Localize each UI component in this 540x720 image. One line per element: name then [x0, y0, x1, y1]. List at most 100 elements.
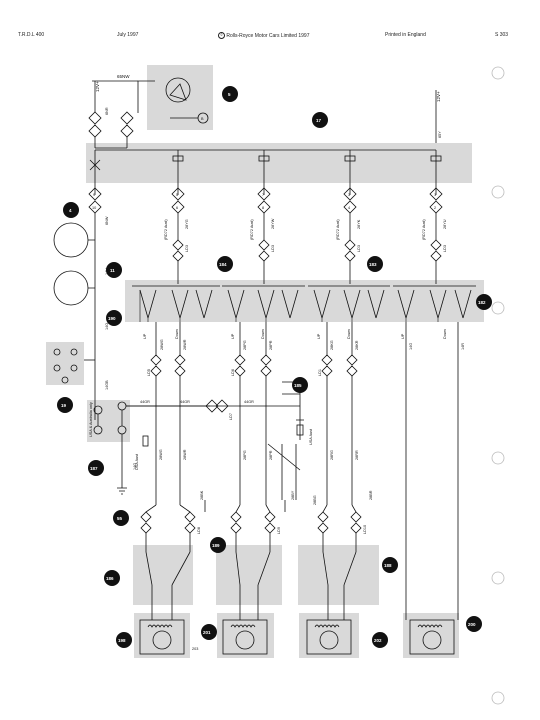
- ld1-label: LD1: [318, 369, 322, 376]
- page-number: S 303: [495, 32, 509, 38]
- badge-186: [104, 570, 120, 586]
- ld6-label: LD6: [231, 369, 235, 376]
- ld3-connectors: (RD72 Aust) (RD72 Aust) (RD72 Aust) (RD7…: [164, 213, 447, 262]
- rhd-label-d: (RD72 Aust): [422, 219, 426, 240]
- wire-28rg-low: 28RG: [330, 450, 334, 460]
- wire-28yg: 28YG: [185, 219, 189, 229]
- wire-28kg-top: 28KG: [330, 340, 334, 350]
- badge-201: [201, 624, 217, 640]
- pin-5-a: 5: [176, 193, 178, 197]
- badge-187-text: 187: [90, 466, 98, 471]
- label-up-4: UP: [401, 333, 405, 339]
- ld3-label-c: LD3: [357, 245, 361, 252]
- rhd-label-c: (RD72 Aust): [336, 219, 340, 240]
- badge-188: [382, 557, 398, 573]
- wire-6nw-side: 6NW: [105, 216, 109, 225]
- label-down-2: Down: [261, 329, 265, 339]
- label-up-2: UP: [231, 333, 235, 339]
- badge-201-text: 201: [203, 630, 211, 635]
- wire-28wr-low: 28WR: [183, 449, 187, 460]
- badge-182-text: 182: [478, 300, 486, 305]
- rhd-label-b: (RD72 Aust): [250, 219, 254, 240]
- badge-11: [106, 262, 122, 278]
- doc-reference: T.R.D.L 400: [18, 32, 45, 38]
- copyright-icon: ©: [218, 32, 225, 39]
- badge-17-text: 17: [316, 118, 322, 123]
- badge-202: [372, 632, 388, 648]
- top-right-supply: 12V+ 65Y: [435, 90, 442, 143]
- rhd-label-a: (RD72 Aust): [164, 219, 168, 240]
- pin-6-a: 6: [176, 206, 178, 210]
- wire-14g-right: 14G: [409, 343, 413, 350]
- pin-9-a: 9: [93, 193, 95, 197]
- wire-28kr-top: 28KR: [355, 340, 359, 350]
- pin-10-a: 10: [92, 206, 96, 210]
- wire-28bg: 28BG: [313, 495, 317, 505]
- wire-14gb: 14GB: [105, 380, 109, 390]
- badge-189: [210, 537, 226, 553]
- badge-188-text: 188: [384, 563, 392, 568]
- wire-44gr-3: 44GR: [244, 400, 254, 404]
- wire-6nr-top: 6NR: [105, 107, 109, 115]
- badge-4: [63, 202, 79, 218]
- badge-184: [217, 256, 233, 272]
- wire-14o: 14O: [105, 323, 109, 330]
- label-up-3: UP: [317, 333, 321, 339]
- window-motors: [139, 619, 455, 655]
- supply-label-left: 12V+: [95, 81, 100, 92]
- badge-190-text: 190: [108, 316, 116, 321]
- pin-3-a: 3: [348, 193, 350, 197]
- badge-200: [466, 616, 482, 632]
- ld7-label: LD7: [229, 413, 233, 420]
- ld3-label-b: LD3: [271, 245, 275, 252]
- left-components: 6NW 14U 14O 14GB USA & Australia only US…: [53, 213, 210, 495]
- ld3-label-d: LD3: [443, 245, 447, 252]
- wire-28yk: 28YK: [357, 219, 361, 229]
- lower-wire-labels: 28WG 28WR 28PG 28PR 28RG 28RR 14G: [133, 449, 359, 470]
- wire-44gr-1: 44GR: [140, 400, 150, 404]
- badge-187: [88, 460, 104, 476]
- badge-198-text: 198: [118, 638, 126, 643]
- badge-190: [106, 310, 122, 326]
- wire-14g-low: 14G: [133, 463, 137, 470]
- badge-203-label: 203: [192, 647, 198, 651]
- supply-label-right: 12V+: [436, 91, 441, 102]
- label-down-1: Down: [175, 329, 179, 339]
- badge-19-text: 19: [61, 403, 67, 408]
- ld10-label: LD10: [363, 525, 367, 534]
- badge-202-text: 202: [374, 638, 382, 643]
- badge-4-text: 4: [69, 208, 72, 213]
- badge-186-text: 186: [106, 576, 114, 581]
- ignition-switch: B: [137, 77, 209, 124]
- badge-185-text: 185: [294, 383, 302, 388]
- badge-5: [222, 86, 238, 102]
- wire-28pr-top: 28PR: [269, 340, 273, 350]
- badge-184-text: 184: [219, 262, 227, 267]
- lower-switches: [145, 551, 459, 620]
- pin-7-a: 7: [262, 193, 264, 197]
- usa-only-label: USA & Australia only: [89, 402, 93, 437]
- window-switch-pack: [132, 285, 476, 322]
- wire-28br: 28BR: [369, 490, 373, 500]
- usa-label-b: USA Aust: [135, 453, 139, 470]
- wire-28pg-low: 28PG: [243, 450, 247, 460]
- connector-group-topleft: [88, 111, 134, 149]
- badge-183-text: 183: [369, 262, 377, 267]
- crossover-wires: 28BK 28BY 28BG 28BR: [145, 443, 373, 513]
- doc-date: July 1997: [117, 32, 139, 38]
- reference-badges: 5 17 4 11 184 183 182 190 19 185 187 55 …: [57, 86, 492, 648]
- wire-65y: 65Y: [438, 131, 442, 138]
- wire-28pr-low: 28PR: [269, 450, 273, 460]
- badge-19: [57, 397, 73, 413]
- pin-2-a: 2: [434, 206, 436, 210]
- pin-8-a: 8: [262, 206, 264, 210]
- wire-28wr-top: 28WR: [183, 339, 187, 350]
- pin-4-a: 4: [348, 206, 350, 210]
- ld3-label-a: LD3: [185, 245, 189, 252]
- wire-44gr-run: 44GR 44GR 44GR LD7 USA Aust: [126, 381, 313, 445]
- shaded-zones: [46, 65, 484, 658]
- ld8-label: LD8: [197, 527, 201, 534]
- printed-note: Printed in England: [385, 32, 426, 38]
- switch-feeds: [177, 261, 437, 284]
